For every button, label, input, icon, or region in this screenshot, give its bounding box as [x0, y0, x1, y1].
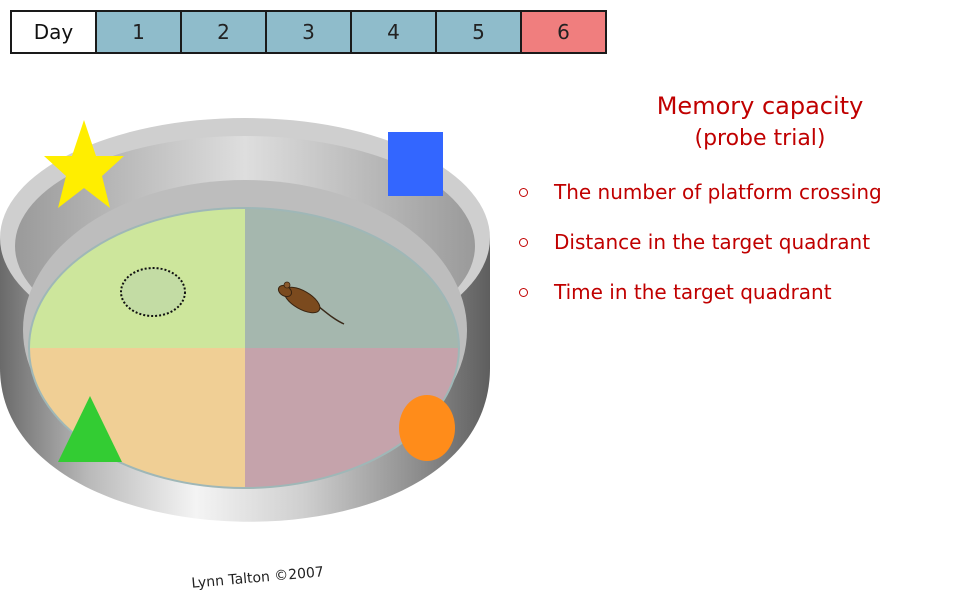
day-table: Day 1 2 3 4 5 6 — [10, 10, 607, 54]
bullet-circle-icon — [519, 237, 528, 247]
day-cell-3: 3 — [267, 12, 352, 52]
bullet-list: The number of platform crossing Distance… — [512, 178, 882, 328]
day-cell-1: 1 — [97, 12, 182, 52]
day-cell-6: 6 — [522, 12, 607, 52]
list-item: Time in the target quadrant — [512, 278, 882, 306]
slide-title: Memory capacity — [656, 92, 864, 120]
platform-icon — [120, 267, 186, 317]
circle-icon — [399, 395, 455, 461]
bullet-circle-icon — [519, 287, 528, 297]
water-maze-figure: Lynn Talton ©2007 — [0, 98, 510, 594]
list-item: The number of platform crossing — [512, 178, 882, 206]
bullet-text: Distance in the target quadrant — [554, 230, 871, 254]
day-cell-2: 2 — [182, 12, 267, 52]
star-icon — [44, 120, 124, 208]
bullet-circle-icon — [519, 187, 528, 197]
bullet-text: Time in the target quadrant — [554, 280, 832, 304]
slide-subtitle: (probe trial) — [694, 126, 826, 151]
bullet-text: The number of platform crossing — [554, 180, 882, 204]
square-icon — [388, 132, 443, 196]
day-cell-5: 5 — [437, 12, 522, 52]
image-credit: Lynn Talton ©2007 — [191, 564, 325, 592]
day-cell-4: 4 — [352, 12, 437, 52]
triangle-icon — [58, 396, 122, 462]
day-header-cell: Day — [12, 12, 97, 52]
mouse-icon — [277, 281, 345, 325]
list-item: Distance in the target quadrant — [512, 228, 882, 256]
